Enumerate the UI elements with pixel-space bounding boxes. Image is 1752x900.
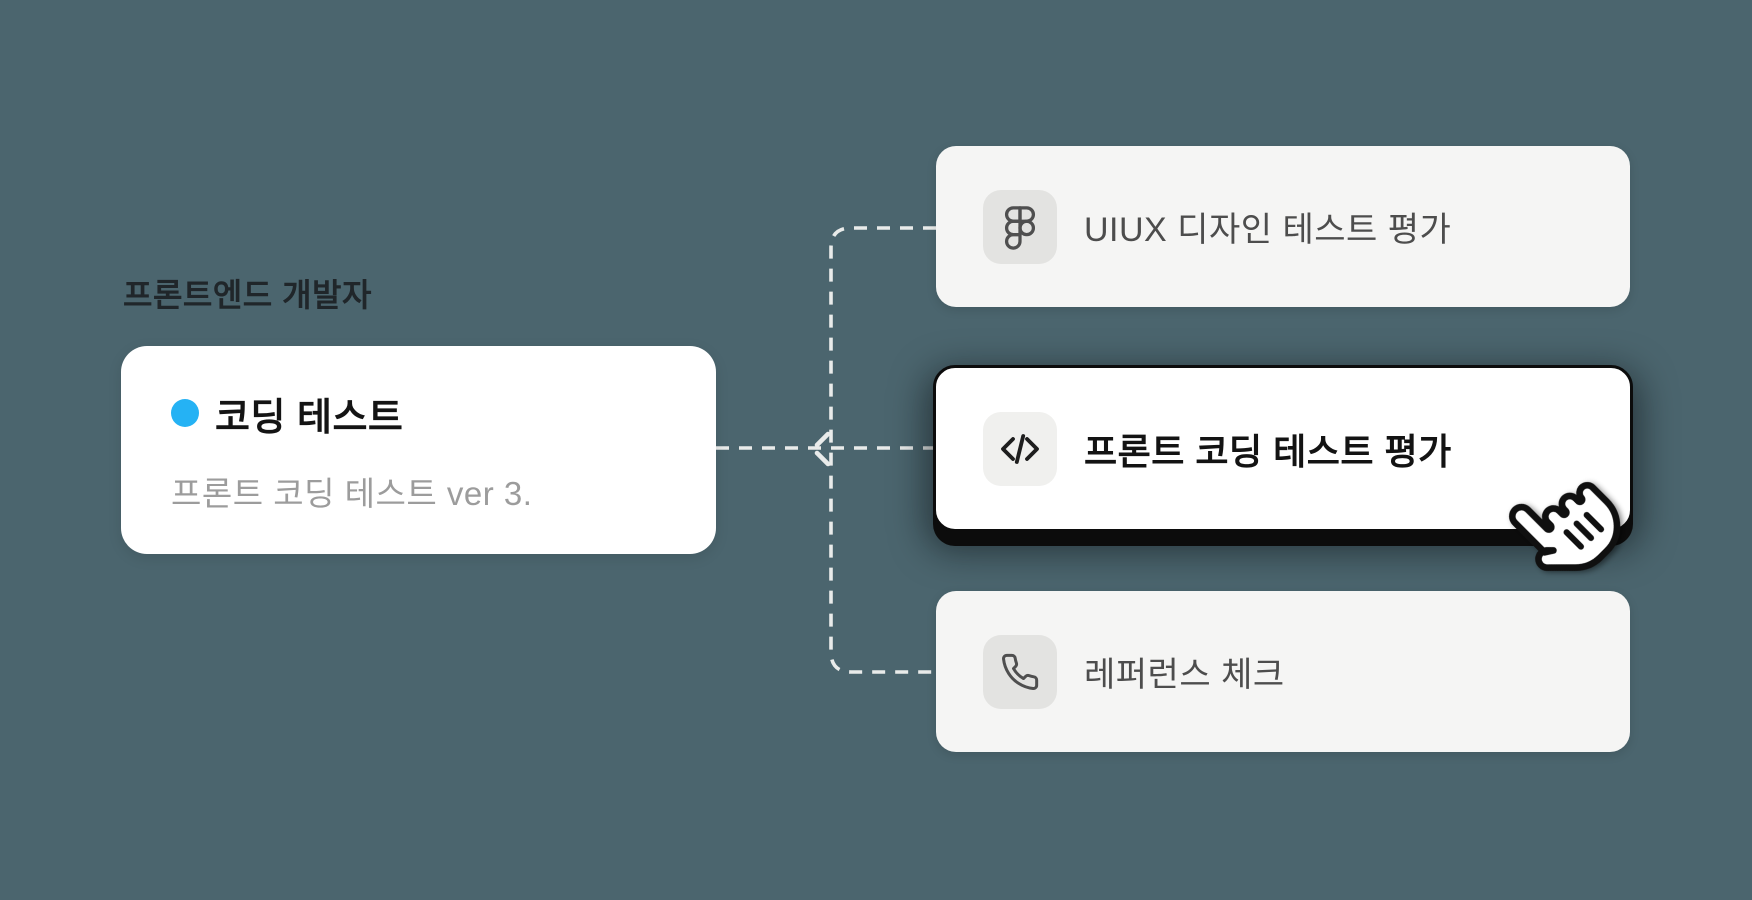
option-label: UIUX 디자인 테스트 평가	[1084, 211, 1452, 249]
source-card-title-row: 코딩 테스트	[171, 386, 716, 441]
chevron-left-icon	[814, 431, 831, 467]
option-card-frontend-coding-test[interactable]: 프론트 코딩 테스트 평가	[933, 365, 1633, 532]
option-label: 레퍼런스 체크	[1084, 656, 1285, 694]
source-card-title: 코딩 테스트	[215, 396, 404, 439]
phone-icon	[983, 634, 1057, 709]
option-card-reference-check[interactable]: 레퍼런스 체크	[936, 591, 1630, 752]
option-label: 프론트 코딩 테스트 평가	[1084, 430, 1452, 472]
source-card[interactable]: 코딩 테스트 프론트 코딩 테스트 ver 3.	[121, 346, 716, 554]
role-label: 프론트엔드 개발자	[123, 277, 372, 313]
source-card-subtitle: 프론트 코딩 테스트 ver 3.	[171, 474, 533, 512]
connector-branch	[829, 226, 936, 674]
code-icon	[983, 411, 1057, 486]
figma-icon	[983, 189, 1057, 264]
option-card-uiux-design-test[interactable]: UIUX 디자인 테스트 평가	[936, 146, 1630, 307]
status-dot-icon	[171, 399, 199, 427]
